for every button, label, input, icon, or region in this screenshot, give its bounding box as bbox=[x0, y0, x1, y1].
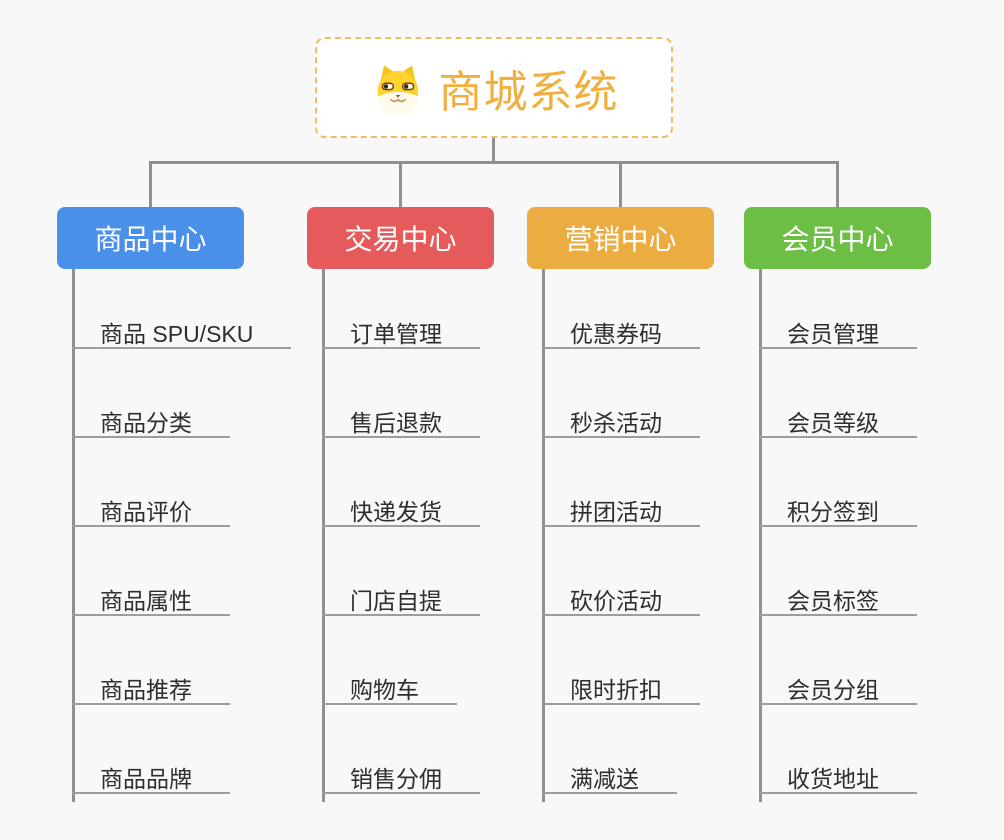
leaf-node[interactable]: 会员等级 bbox=[759, 408, 917, 438]
leaf-node[interactable]: 会员管理 bbox=[759, 319, 917, 349]
leaf-node[interactable]: 优惠券码 bbox=[542, 319, 700, 349]
leaf-node[interactable]: 商品评价 bbox=[72, 497, 230, 527]
leaf-node[interactable]: 订单管理 bbox=[322, 319, 480, 349]
branch-drop-line bbox=[149, 161, 152, 207]
leaf-node[interactable]: 销售分佣 bbox=[322, 764, 480, 794]
leaf-node[interactable]: 快递发货 bbox=[322, 497, 480, 527]
leaf-node[interactable]: 商品 SPU/SKU bbox=[72, 319, 292, 349]
branch-drop-line bbox=[619, 161, 622, 207]
branch-label: 会员中心 bbox=[781, 224, 894, 255]
branch-label: 商品中心 bbox=[94, 224, 207, 255]
leaf-node[interactable]: 收货地址 bbox=[759, 764, 917, 794]
leaf-node[interactable]: 限时折扣 bbox=[542, 675, 700, 705]
leaf-node[interactable]: 满减送 bbox=[542, 764, 677, 794]
child-connector-line bbox=[72, 269, 75, 802]
dog-face-icon bbox=[377, 64, 418, 114]
leaf-node[interactable]: 秒杀活动 bbox=[542, 408, 700, 438]
branch-label: 交易中心 bbox=[344, 224, 457, 255]
branch-drop-line bbox=[399, 161, 402, 207]
branch-label: 营销中心 bbox=[564, 224, 677, 255]
branch-header-2[interactable]: 交易中心 bbox=[307, 207, 494, 269]
leaf-node[interactable]: 商品推荐 bbox=[72, 675, 230, 705]
leaf-node[interactable]: 商品分类 bbox=[72, 408, 230, 438]
root-title: 商城系统 bbox=[438, 67, 619, 117]
branch-bus-line bbox=[149, 161, 839, 164]
leaf-node[interactable]: 砍价活动 bbox=[542, 586, 700, 616]
leaf-node[interactable]: 会员分组 bbox=[759, 675, 917, 705]
leaf-node[interactable]: 会员标签 bbox=[759, 586, 917, 616]
leaf-node[interactable]: 购物车 bbox=[322, 675, 457, 705]
branch-header-4[interactable]: 会员中心 bbox=[744, 207, 931, 269]
branch-drop-line bbox=[836, 161, 839, 207]
leaf-node[interactable]: 商品品牌 bbox=[72, 764, 230, 794]
root-trunk-line bbox=[492, 138, 495, 162]
leaf-node[interactable]: 门店自提 bbox=[322, 586, 480, 616]
branch-header-1[interactable]: 商品中心 bbox=[57, 207, 244, 269]
child-connector-line bbox=[542, 269, 545, 802]
child-connector-line bbox=[322, 269, 325, 802]
child-connector-line bbox=[759, 269, 762, 802]
leaf-node[interactable]: 拼团活动 bbox=[542, 497, 700, 527]
leaf-node[interactable]: 售后退款 bbox=[322, 408, 480, 438]
leaf-node[interactable]: 商品属性 bbox=[72, 586, 230, 616]
branch-header-3[interactable]: 营销中心 bbox=[527, 207, 714, 269]
root-node[interactable]: 商城系统 bbox=[315, 37, 673, 138]
leaf-node[interactable]: 积分签到 bbox=[759, 497, 917, 527]
